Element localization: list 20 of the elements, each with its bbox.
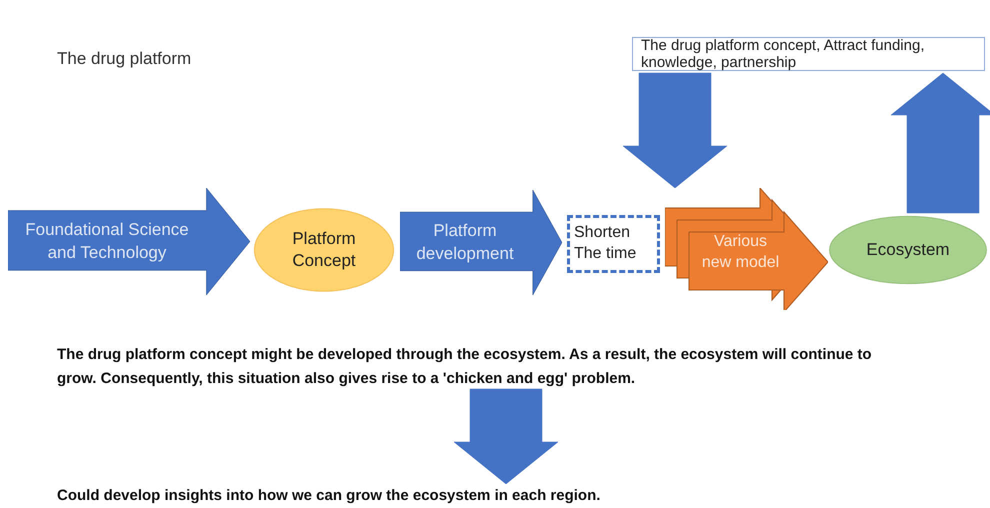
block-arrow [622, 72, 728, 188]
process-shape [8, 188, 250, 295]
dashed-box [567, 215, 660, 273]
node-text: Could develop insights into how we can grow the ecosystem in each region. [57, 487, 600, 504]
node-text: Various new model [700, 232, 780, 273]
concept-ellipse [253, 207, 395, 293]
ecosystem-ellipse [828, 215, 988, 285]
process-shape [400, 190, 562, 295]
note-box [632, 37, 985, 71]
node-text: Foundational Science and Technology [24, 219, 190, 264]
node-text: Platform Concept [291, 228, 357, 272]
node-text: Ecosystem [866, 239, 950, 262]
block-arrow [890, 72, 990, 214]
stacked-arrows [665, 188, 828, 310]
node-text: The drug platform concept, Attract funding, knowledge, partnership [640, 36, 926, 72]
node-text: The drug platform concept might be developed through the ecosystem. As a result, the ecosystem will continue to grow. Consequently, this situation also gives rise to a 'chicken and egg' problem. [57, 346, 872, 387]
block-arrow [454, 388, 558, 484]
title-text: The drug platform [57, 48, 192, 70]
node-text: Platform development [415, 220, 515, 264]
node-text: Shorten The time [573, 223, 638, 264]
